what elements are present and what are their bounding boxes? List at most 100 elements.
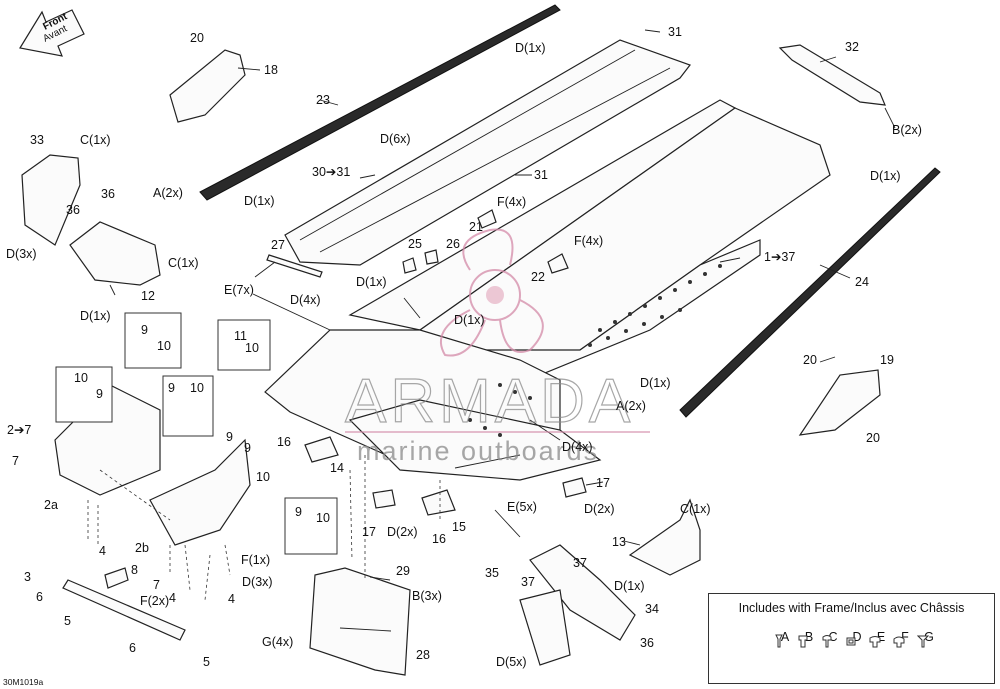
callout-37: 37 xyxy=(573,556,587,570)
callout-11: 11 xyxy=(234,329,247,343)
callout-35: 35 xyxy=(485,566,499,580)
callout-34: 34 xyxy=(645,602,659,616)
legend-title: Includes with Frame/Inclus avec Châssis xyxy=(738,601,965,615)
screw-c-icon xyxy=(822,635,832,648)
legend-item-g: G xyxy=(917,630,941,648)
bracket-2b xyxy=(149,438,251,546)
part-26 xyxy=(424,249,439,265)
callout-25: 25 xyxy=(408,237,422,251)
qty-d1: D(1x) xyxy=(870,169,901,183)
part-22 xyxy=(547,253,569,274)
callout-14: 14 xyxy=(330,461,344,475)
watermark-subtitle: marine outboards xyxy=(357,436,599,466)
callout-9: 9 xyxy=(141,323,148,337)
qty-c1: C(1x) xyxy=(168,256,199,270)
kit-box-11-10 xyxy=(217,319,271,371)
legend-letter: G xyxy=(924,630,934,644)
assembly-lines xyxy=(87,455,441,601)
legend-item-c: C xyxy=(821,630,845,648)
callout-9: 9 xyxy=(295,505,302,519)
running-board-left xyxy=(199,4,561,201)
callout-10: 10 xyxy=(256,470,270,484)
plate-33 xyxy=(21,154,81,246)
callout-36: 36 xyxy=(66,203,80,217)
callout-2b: 2b xyxy=(135,541,149,555)
qty-e7: E(7x) xyxy=(224,283,254,297)
callout-19: 19 xyxy=(880,353,894,367)
foothold-15 xyxy=(421,489,456,516)
callout-20: 20 xyxy=(190,31,204,45)
bar-3 xyxy=(62,579,186,641)
callout-9: 9 xyxy=(244,441,251,455)
callout-15: 15 xyxy=(452,520,466,534)
callout-5: 5 xyxy=(203,655,210,669)
callout-18: 18 xyxy=(264,63,278,77)
front-frame-lower xyxy=(348,399,602,481)
legend-letter: E xyxy=(876,630,886,644)
bracket-18 xyxy=(169,49,246,123)
callout-10: 10 xyxy=(157,339,171,353)
plate-37 xyxy=(519,589,571,666)
qty-b2: B(2x) xyxy=(892,123,922,137)
callout-36: 36 xyxy=(101,187,115,201)
legend-letter: A xyxy=(780,630,790,644)
leader-lines xyxy=(109,29,896,632)
callout-31: 31 xyxy=(534,168,548,182)
bracket-19 xyxy=(798,369,881,436)
legend-item-d: D xyxy=(845,630,869,646)
support-32 xyxy=(778,44,886,106)
qty-f1: F(1x) xyxy=(241,553,270,567)
tunnel-top-plate xyxy=(284,39,691,266)
callout-21: 21 xyxy=(469,220,483,234)
kit-box-10-9-left xyxy=(55,366,113,423)
callout-37: 37 xyxy=(521,575,535,589)
front-arrow: Front Avant xyxy=(19,9,85,57)
callout-30-31: 30➔31 xyxy=(312,165,350,179)
qty-d2: D(2x) xyxy=(584,502,615,516)
kit-box-9-10-top xyxy=(124,312,182,369)
part-25 xyxy=(402,257,417,274)
qty-d1: D(1x) xyxy=(640,376,671,390)
callout-22: 22 xyxy=(531,270,545,284)
nut-d-icon xyxy=(846,637,856,646)
callout-36: 36 xyxy=(640,636,654,650)
screw-b-icon xyxy=(798,635,808,648)
qty-f4: F(4x) xyxy=(574,234,603,248)
support-34 xyxy=(529,544,636,641)
callout-12: 12 xyxy=(141,289,155,303)
callout-1-37: 1➔37 xyxy=(764,250,795,264)
qty-d4: D(4x) xyxy=(290,293,321,307)
legend-item-f: F xyxy=(893,630,917,648)
qty-a2: A(2x) xyxy=(153,186,183,200)
qty-d1: D(1x) xyxy=(515,41,546,55)
kit-box-9-10-bottom xyxy=(284,497,338,555)
callout-29: 29 xyxy=(396,564,410,578)
callout-16: 16 xyxy=(277,435,291,449)
callout-6: 6 xyxy=(36,590,43,604)
callout-31: 31 xyxy=(668,25,682,39)
qty-d2: D(2x) xyxy=(387,525,418,539)
callout-16: 16 xyxy=(432,532,446,546)
plate-17-a xyxy=(372,489,396,509)
qty-d1: D(1x) xyxy=(614,579,645,593)
legend-item-b: B xyxy=(797,630,821,648)
cooler-28 xyxy=(309,567,411,676)
callout-9: 9 xyxy=(226,430,233,444)
plate-17-b xyxy=(562,477,587,498)
foothold-14 xyxy=(304,436,339,463)
legend-letter: C xyxy=(828,630,838,644)
callout-4: 4 xyxy=(169,591,176,605)
tunnel-assembly xyxy=(264,39,831,481)
cover-13 xyxy=(628,498,701,576)
callout-24: 24 xyxy=(855,275,869,289)
qty-d6: D(6x) xyxy=(380,132,411,146)
callout-7: 7 xyxy=(153,578,160,592)
callout-27: 27 xyxy=(271,238,285,252)
callout-9: 9 xyxy=(96,387,103,401)
cover-12 xyxy=(69,221,161,286)
qty-c1: C(1x) xyxy=(80,133,111,147)
part-21 xyxy=(477,209,497,229)
document-reference: 30M1019a xyxy=(3,677,44,687)
